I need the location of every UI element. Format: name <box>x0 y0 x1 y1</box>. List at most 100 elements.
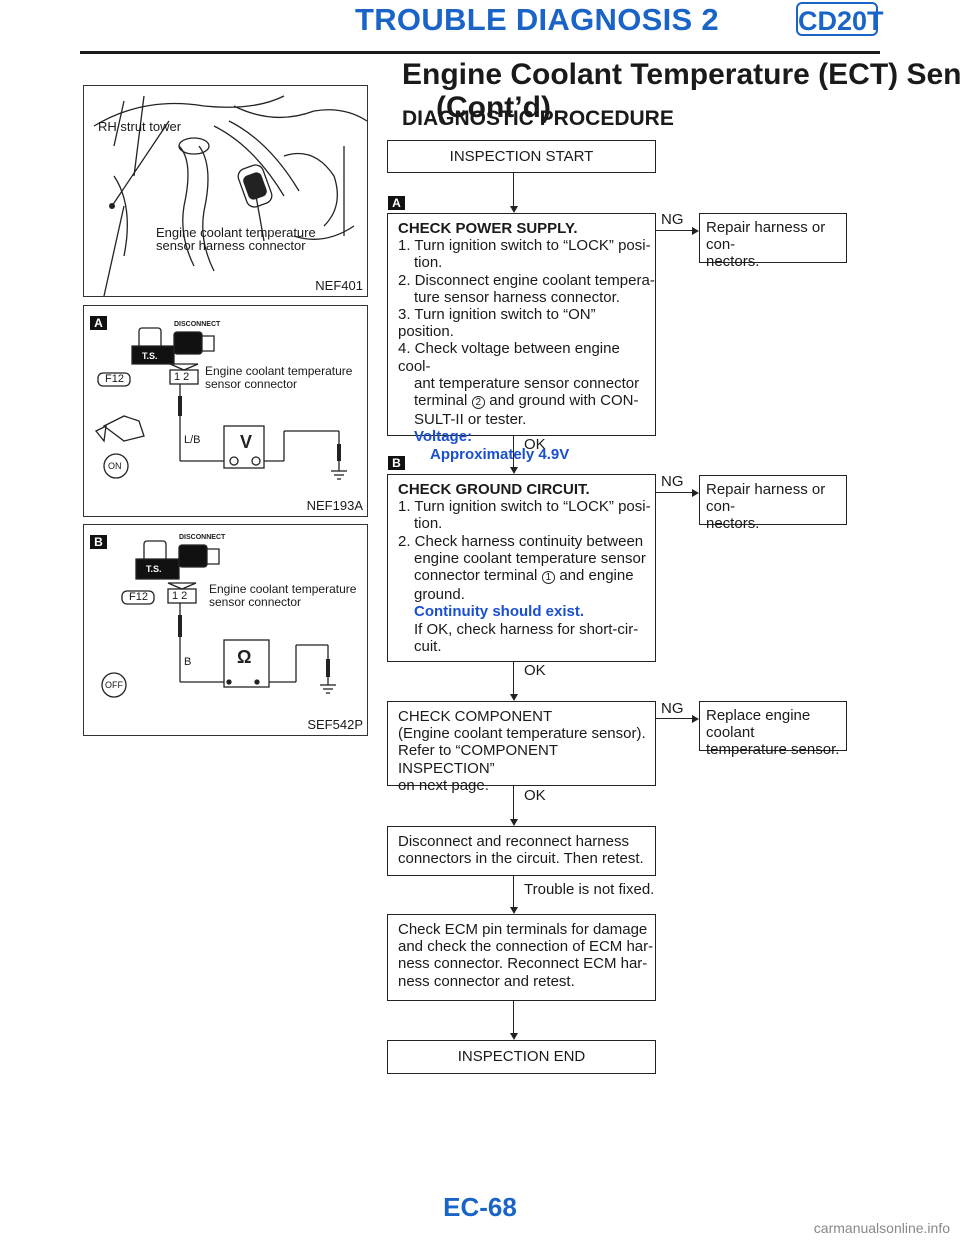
step-line: 4. Check voltage between engine cool- <box>398 340 620 375</box>
tag-b: B <box>388 456 405 470</box>
arrow-right <box>692 715 699 723</box>
ignition-key-on: ON <box>108 461 122 471</box>
disconnect-label: DISCONNECT <box>179 534 226 541</box>
step-line: 1. Turn ignition switch to “LOCK” posi- <box>398 237 651 255</box>
trouble-label: Trouble is not fixed. <box>524 881 655 898</box>
pin-numbers: 1 2 <box>172 590 188 602</box>
connector-id: F12 <box>105 373 124 385</box>
terminal-badge: 1 <box>541 571 556 585</box>
arrow-down <box>510 467 518 474</box>
connector-line <box>513 173 515 206</box>
step-title: CHECK POWER SUPPLY. <box>398 220 578 237</box>
arrow-down <box>510 819 518 826</box>
page-title-cont: (Cont’d) <box>436 91 551 124</box>
spec-label: Voltage: <box>414 428 473 446</box>
step-line: ture sensor harness connector. <box>414 288 620 306</box>
sensor-connector-label-2: sensor connector <box>205 377 298 391</box>
arrow-down <box>510 907 518 914</box>
step-line: If OK, check harness for short-cir- <box>414 620 639 638</box>
step-line: ant temperature sensor connector <box>414 374 640 392</box>
section-title: TROUBLE DIAGNOSIS 2 <box>355 2 719 37</box>
connector-line <box>513 786 515 819</box>
ok-label: OK <box>524 436 546 453</box>
arrow-down <box>510 206 518 213</box>
step-line: SULT-II or tester. <box>414 411 527 429</box>
arrow-down <box>510 694 518 701</box>
ts-label: T.S. <box>142 351 158 361</box>
ng-label: NG <box>661 473 684 490</box>
label-rh-strut-tower: RH strut tower <box>98 119 182 134</box>
figure-voltage-check: A V DISCON <box>83 305 368 517</box>
connector-line <box>513 662 515 694</box>
meter-v-symbol: V <box>240 432 252 452</box>
tag-b: B <box>90 535 107 549</box>
flow-repair-harness-2: Repair harness or con- nectors. <box>699 475 847 532</box>
procedure-title: DIAGNOSTIC PROCEDURE <box>402 107 674 130</box>
flow-inspection-start: INSPECTION START <box>387 140 656 173</box>
step-line: engine coolant temperature sensor <box>414 549 646 567</box>
sensor-connector-label-1: Engine coolant temperature <box>209 582 357 596</box>
ignition-key-off: OFF <box>105 680 123 690</box>
step-title: CHECK GROUND CIRCUIT. <box>398 481 590 498</box>
connector-line <box>513 1001 515 1033</box>
flow-check-component: CHECK COMPONENT (Engine coolant temperat… <box>387 701 656 794</box>
terminal-badge: 2 <box>471 396 486 410</box>
step-line: ground. <box>414 586 465 604</box>
spec-value: Approximately 4.9V <box>430 445 570 463</box>
tag-a: A <box>388 196 405 210</box>
step-line: 2. Check harness continuity between <box>398 532 644 550</box>
connector-id: F12 <box>129 591 148 603</box>
ok-label: OK <box>524 787 546 804</box>
step-line: 1. Turn ignition switch to “LOCK” posi- <box>398 498 651 516</box>
step-line: tion. <box>414 254 443 272</box>
watermark: carmanualsonline.info <box>813 1220 950 1236</box>
disconnect-label: DISCONNECT <box>174 321 221 328</box>
meter-ohm-symbol: Ω <box>237 647 251 667</box>
figure-id: SEF542P <box>307 717 363 732</box>
connector-line <box>513 436 515 467</box>
continuity-circuit-diagram: Ω <box>101 540 336 698</box>
ng-label: NG <box>661 211 684 228</box>
arrow-right <box>692 227 699 235</box>
ng-label: NG <box>661 700 684 717</box>
step-line: 3. Turn ignition switch to “ON” position… <box>398 306 596 341</box>
header-rule <box>80 51 880 54</box>
connector-line <box>656 230 692 232</box>
page-title: Engine Coolant Temperature (ECT) Sensor <box>402 58 960 91</box>
connector-line <box>656 718 692 720</box>
wire-color: L/B <box>184 434 201 446</box>
flow-repair-harness-1: Repair harness or con- nectors. <box>699 213 847 270</box>
connector-line <box>656 492 692 494</box>
page-number: EC-68 <box>443 1192 517 1222</box>
ts-label: T.S. <box>146 564 162 574</box>
flow-replace-sensor: Replace engine coolant temperature senso… <box>699 701 847 758</box>
pin-numbers: 1 2 <box>174 371 190 383</box>
arrow-right <box>692 489 699 497</box>
figure-continuity-check: B Ω DISCONNECT T.S. <box>83 524 368 736</box>
spec-text: Continuity should exist. <box>414 603 585 621</box>
step-line: terminal 2 and ground with CON- <box>414 392 639 410</box>
flow-check-ground-circuit: CHECK GROUND CIRCUIT. 1. Turn ignition s… <box>387 474 656 662</box>
step-line: cuit. <box>414 637 442 655</box>
flow-disconnect-reconnect: Disconnect and reconnect harness connect… <box>387 826 656 876</box>
label-connector-2: sensor harness connector <box>156 238 306 253</box>
step-line: connector terminal 1 and engine <box>414 567 634 585</box>
arrow-down <box>510 1033 518 1040</box>
figure-id: NEF401 <box>315 278 363 293</box>
figure-engine-location: RH strut tower Engine coolant temperatur… <box>83 85 368 297</box>
sensor-connector-label-1: Engine coolant temperature <box>205 364 353 378</box>
step-line: tion. <box>414 515 443 533</box>
ok-label: OK <box>524 662 546 679</box>
voltage-circuit-diagram: V <box>94 327 347 480</box>
flow-check-power-supply: CHECK POWER SUPPLY. 1. Turn ignition swi… <box>387 213 656 463</box>
step-line: 2. Disconnect engine coolant tempera- <box>398 271 655 289</box>
flow-check-ecm: Check ECM pin terminals for damage and c… <box>387 914 656 1001</box>
flow-inspection-end: INSPECTION END <box>387 1040 656 1074</box>
label-connector-1: Engine coolant temperature <box>156 225 316 240</box>
connector-line <box>513 876 515 907</box>
engine-code-badge: CD20T <box>796 2 884 36</box>
tag-a: A <box>90 316 107 330</box>
sensor-connector-label-2: sensor connector <box>209 595 302 609</box>
figure-id: NEF193A <box>306 498 363 513</box>
engine-illustration <box>93 95 367 296</box>
